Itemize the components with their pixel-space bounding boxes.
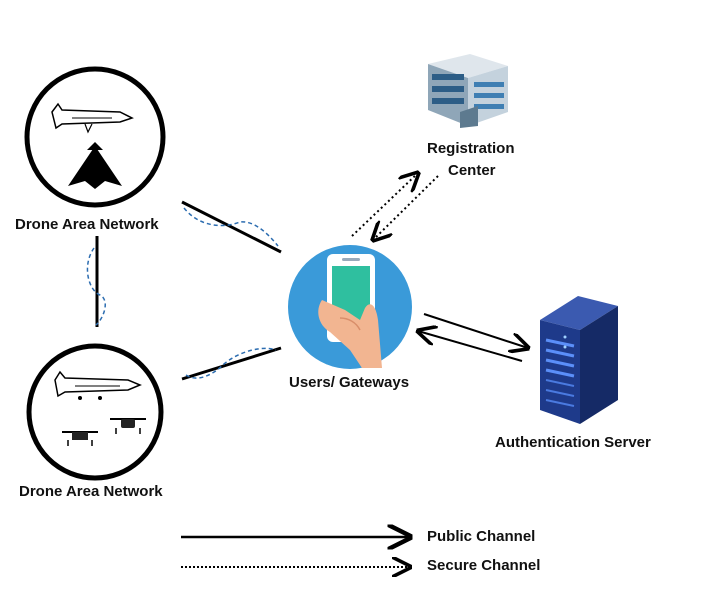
drone-network-top-label: Drone Area Network <box>15 216 159 233</box>
registration-center-label-line1: Registration <box>427 140 515 157</box>
building-icon <box>428 54 508 128</box>
gateway-label: Users/ Gateways <box>289 374 410 391</box>
link-drone-bottom-gateway <box>181 346 282 381</box>
drone-icon <box>51 102 134 189</box>
drone-network-bottom-label: Drone Area Network <box>19 483 163 500</box>
authentication-server-node <box>540 296 618 424</box>
drone-icon <box>54 370 146 446</box>
link-drone-networks <box>86 236 106 327</box>
registration-center-node <box>428 54 508 128</box>
link-registration-gateway <box>351 173 439 240</box>
drone-network-top-node <box>24 66 166 208</box>
smartphone-icon <box>318 254 382 368</box>
registration-center-label-line2: Center <box>448 162 496 179</box>
drone-network-bottom-node <box>26 343 164 481</box>
gateway-node <box>288 245 412 369</box>
server-rack-icon <box>540 296 618 424</box>
legend-secure-label: Secure Channel <box>427 557 541 574</box>
link-auth-gateway <box>418 313 528 362</box>
authentication-server-label: Authentication Server <box>495 434 651 451</box>
link-drone-top-gateway <box>181 200 282 254</box>
legend-public-label: Public Channel <box>427 528 536 545</box>
